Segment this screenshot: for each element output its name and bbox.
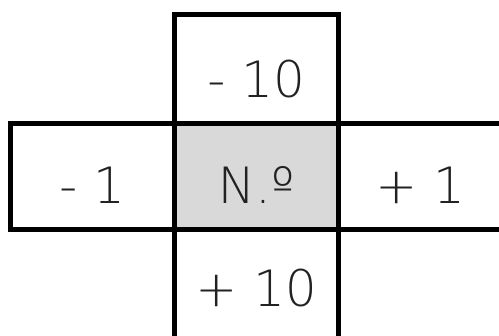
cell-right-label: + 1 [375, 157, 465, 215]
cell-left-label: - 1 [59, 157, 125, 215]
cell-bottom [172, 227, 341, 336]
cell-right [336, 121, 499, 232]
cell-bottom-label: + 10 [195, 260, 316, 318]
cell-top-label: - 10 [207, 51, 305, 109]
cell-left [8, 121, 177, 232]
cell-center-label: N.º [218, 157, 295, 215]
